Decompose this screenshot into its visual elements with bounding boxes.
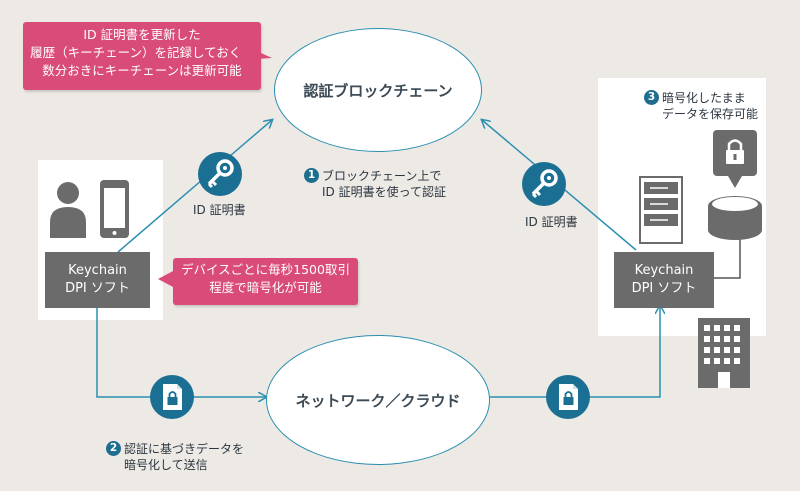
keychain-right-line1: Keychain	[634, 263, 694, 278]
callout-keychain-history: ID 証明書を更新した 履歴（キーチェーン）を記録しておく。 数分おきにキーチェ…	[23, 22, 261, 90]
step3-number: 3	[644, 90, 659, 105]
arrow-left-to-blockchain	[117, 120, 272, 253]
step2-number: 2	[106, 441, 121, 456]
network-label: ネットワーク／クラウド	[295, 391, 461, 410]
step3-line2: データを保存可能	[662, 107, 759, 121]
key-icon-right	[522, 162, 566, 206]
callout-top-line1: ID 証明書を更新した	[83, 27, 201, 42]
id-cert-label-left: ID 証明書	[193, 203, 246, 217]
keychain-left-line2: DPI ソフト	[65, 281, 130, 296]
step1-line2: ID 証明書を使って認証	[322, 185, 446, 199]
callout-mid-line1: デバイスごとに毎秒1500取引	[181, 262, 350, 277]
keychain-dpi-box-right: Keychain DPI ソフト	[614, 252, 714, 308]
callout-top-line2: 履歴（キーチェーン）を記録しておく。	[30, 45, 254, 60]
callout-transactions: デバイスごとに毎秒1500取引 程度で暗号化が可能	[173, 258, 358, 305]
locked-document-icon-left	[150, 375, 194, 419]
locked-document-icon-right	[546, 375, 590, 419]
arrow-network-to-right	[488, 306, 660, 398]
line-device-to-database	[714, 224, 741, 279]
keychain-right-line2: DPI ソフト	[631, 281, 697, 296]
callout-top-line3: 数分おきにキーチェーンは更新可能	[42, 63, 242, 78]
step1-number: 1	[304, 168, 319, 183]
callout-mid-line2: 程度で暗号化が可能	[209, 280, 322, 295]
keychain-left-line1: Keychain	[68, 263, 127, 278]
arrow-left-to-network	[96, 308, 266, 397]
blockchain-label: 認証ブロックチェーン	[303, 81, 453, 100]
network-ellipse: ネットワーク／クラウド	[266, 335, 490, 465]
blockchain-ellipse: 認証ブロックチェーン	[274, 28, 482, 152]
step2-line2: 暗号化して送信	[124, 458, 208, 472]
keychain-dpi-box-left: Keychain DPI ソフト	[45, 252, 150, 308]
id-cert-label-right: ID 証明書	[525, 215, 578, 229]
key-icon-left	[198, 152, 242, 196]
